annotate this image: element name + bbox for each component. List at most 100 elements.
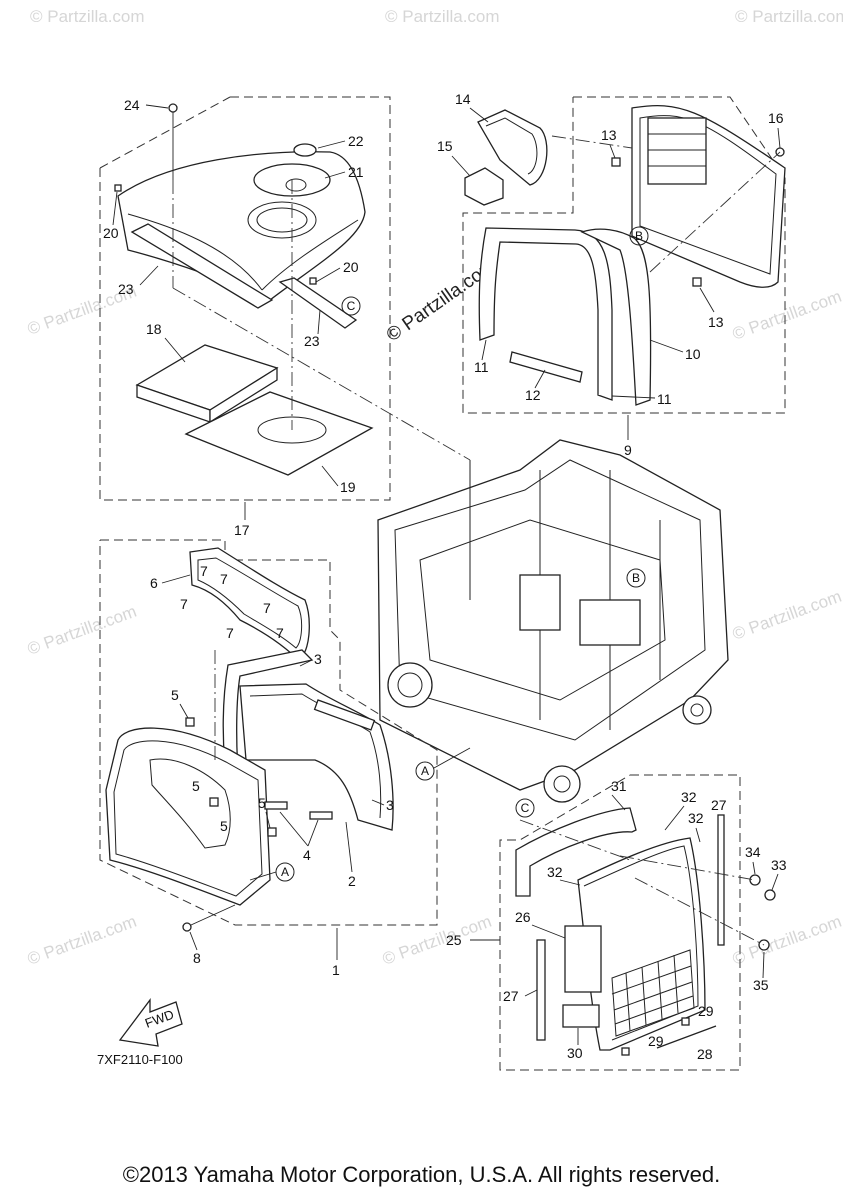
ref-letter-C: C xyxy=(347,299,356,313)
callout-34: 34 xyxy=(745,844,761,860)
strip-3 xyxy=(313,699,376,731)
pad-4b xyxy=(309,811,333,820)
top-cover-group xyxy=(99,96,471,501)
callout-31: 31 xyxy=(611,778,627,794)
callout-2: 2 xyxy=(348,873,356,889)
bolt-8 xyxy=(182,922,192,932)
callout-5: 5 xyxy=(258,795,266,811)
callout-28: 28 xyxy=(697,1046,713,1062)
copyright-notice: ©2013 Yamaha Motor Corporation, U.S.A. A… xyxy=(122,1162,721,1187)
side-cover-group xyxy=(99,539,438,932)
ref-A-circle xyxy=(415,761,435,781)
wheel-left xyxy=(543,765,581,803)
rear-panel-group xyxy=(462,96,786,414)
reference-markers: B C B A C A xyxy=(249,226,649,882)
callout-33: 33 xyxy=(771,857,787,873)
callout-17: 17 xyxy=(234,522,250,538)
callout-27: 27 xyxy=(711,797,727,813)
callout-25: 25 xyxy=(446,932,462,948)
fuel-cap xyxy=(293,143,317,157)
grille xyxy=(647,117,707,185)
watermark-text: © Partzilla.com xyxy=(30,7,145,26)
clip-20b xyxy=(309,277,317,285)
clip-13b xyxy=(692,277,702,287)
callout-7: 7 xyxy=(200,563,208,579)
wheel-right xyxy=(682,695,712,725)
callout-8: 8 xyxy=(193,950,201,966)
callout-16: 16 xyxy=(768,110,784,126)
watermark-text: © Partzilla.com xyxy=(730,912,843,969)
seal-strip-right xyxy=(278,277,358,329)
callout-29: 29 xyxy=(698,1003,714,1019)
pad-4a xyxy=(264,801,288,810)
callout-14: 14 xyxy=(455,91,471,107)
callout-6: 6 xyxy=(150,575,158,591)
strip-12 xyxy=(509,351,583,383)
strip-27a xyxy=(536,939,546,1041)
callout-7: 7 xyxy=(220,571,228,587)
callout-13: 13 xyxy=(708,314,724,330)
seal-31 xyxy=(515,807,637,897)
callout-13: 13 xyxy=(601,127,617,143)
callout-7: 7 xyxy=(180,596,188,612)
clip-29b xyxy=(621,1047,630,1056)
callout-32: 32 xyxy=(547,864,563,880)
callout-5: 5 xyxy=(220,818,228,834)
callout-7: 7 xyxy=(226,625,234,641)
clip-13a xyxy=(611,157,621,167)
watermark-text: © Partzilla.com xyxy=(25,912,139,969)
drawing-code: 7XF2110-F100 xyxy=(97,1052,183,1067)
callout-layer: 24 22 21 20 20 23 23 18 19 17 14 15 13 1… xyxy=(103,91,787,1062)
washer-34 xyxy=(749,874,761,886)
callout-10: 10 xyxy=(685,346,701,362)
duct-14 xyxy=(477,109,548,186)
clip-20a xyxy=(114,184,122,192)
ref-letter-A: A xyxy=(281,865,289,879)
callout-11: 11 xyxy=(657,391,672,407)
sponge-26 xyxy=(564,925,602,993)
inverter-unit xyxy=(579,599,641,646)
ref-letter-A: A xyxy=(421,764,429,778)
ref-letter-B: B xyxy=(632,571,640,585)
callout-27: 27 xyxy=(503,988,519,1004)
strip-28 xyxy=(656,1025,717,1049)
callout-5: 5 xyxy=(171,687,179,703)
main-frame xyxy=(377,439,729,803)
ref-B-circle xyxy=(626,568,646,588)
watermark-text: © Partzilla.com xyxy=(735,7,843,26)
seal-11 xyxy=(478,227,613,401)
ref-C-circle xyxy=(515,798,535,818)
callout-5: 5 xyxy=(192,778,200,794)
callout-4: 4 xyxy=(303,847,311,863)
clip-29a xyxy=(681,1017,690,1026)
callout-23: 23 xyxy=(304,333,320,349)
callout-32: 32 xyxy=(681,789,697,805)
callout-26: 26 xyxy=(515,909,531,925)
callout-12: 12 xyxy=(525,387,541,403)
sponge-30 xyxy=(562,1004,600,1028)
callout-18: 18 xyxy=(146,321,162,337)
front-panel-group xyxy=(499,774,776,1071)
watermark-text: © Partzilla.com xyxy=(730,587,843,644)
callout-1: 1 xyxy=(332,962,340,978)
callout-21: 21 xyxy=(348,164,364,180)
clip-5a xyxy=(185,717,195,727)
callout-3: 3 xyxy=(386,797,394,813)
watermark-text: © Partzilla.com xyxy=(25,602,139,659)
duct-15 xyxy=(464,167,504,206)
callout-15: 15 xyxy=(437,138,453,154)
panel-10 xyxy=(580,228,652,406)
clip-5c xyxy=(267,827,277,837)
callout-35: 35 xyxy=(753,977,769,993)
seal-strip-left xyxy=(130,223,274,309)
bolt-33 xyxy=(764,889,776,901)
callout-23: 23 xyxy=(118,281,134,297)
side-cover xyxy=(105,727,271,906)
callout-20: 20 xyxy=(343,259,359,275)
watermark-text: © Partzilla.com xyxy=(385,7,500,26)
callout-30: 30 xyxy=(567,1045,583,1061)
callout-7: 7 xyxy=(276,625,284,641)
clip-5b xyxy=(209,797,219,807)
ref-letter-B: B xyxy=(635,229,643,243)
